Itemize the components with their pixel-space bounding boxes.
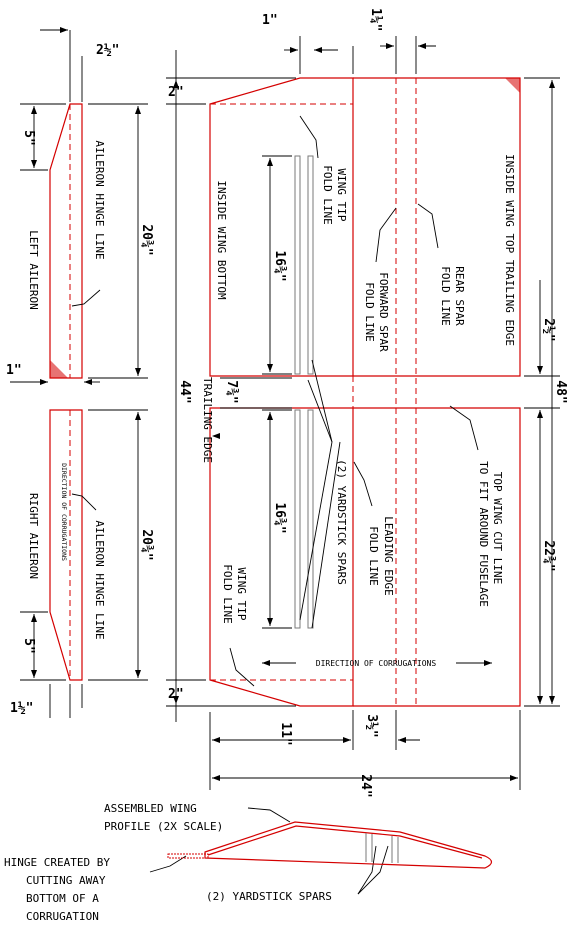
assembled-wing-profile [167,821,493,869]
label-direction-main: DIRECTION OF CORRUGATIONS [316,659,437,668]
label-hinge-2: CUTTING AWAY [26,874,106,887]
leader-lines [71,115,479,895]
label-forward-spar-2: FOLD LINE [363,282,376,342]
yardstick-spars [294,155,314,629]
dim-3-1-2: 3½" [364,714,379,737]
dim-48: 48" [553,380,568,403]
dim-16-3-4-top: 16¾" [272,250,287,281]
label-inside-bottom-2: TRAILING EDGE [201,377,214,463]
right-aileron-outline [49,409,83,681]
label-inside-bottom-1: INSIDE WING BOTTOM [215,180,228,300]
dim-22-3-4: 22¾" [541,540,556,571]
label-wing-tip-bot-2: FOLD LINE [221,564,234,624]
label-hinge-3: BOTTOM OF A [26,892,99,905]
label-yardstick-spars: (2) YARDSTICK SPARS [335,459,348,585]
wing-bottom-outline [209,77,354,707]
label-wing-tip-bot-1: WING TIP [235,568,248,621]
dim-2-bot: 2" [168,687,184,702]
label-aileron-hinge-top: AILERON HINGE LINE [93,140,106,259]
label-aileron-hinge-bot: AILERON HINGE LINE [93,520,106,639]
label-leading-edge-1: LEADING EDGE [382,516,395,595]
annotation-texts: LEFT AILERON RIGHT AILERON AILERON HINGE… [4,140,516,923]
dim-20-3-4-top: 20¾" [139,224,154,255]
label-direction-small: DIRECTION OF CORRUGATIONS [60,463,68,561]
dim-2-1-2-right: 2½" [541,318,556,341]
label-assembled-2: PROFILE (2X SCALE) [104,820,223,833]
wing-top-outline [352,77,521,707]
dim-5-top: 5" [21,130,36,146]
arrowheads [31,27,555,781]
label-rear-spar-1: REAR SPAR [453,266,466,326]
dim-1-1-4-top: 1¼" [368,8,383,31]
dimension-lines [10,29,560,790]
left-aileron-outline [49,103,83,379]
dim-16-3-4-bot: 16¾" [272,502,287,533]
label-wing-tip-top-1: WING TIP [335,169,348,222]
dimension-texts: 1" 1¼" 2½" 2" 5" 20¾" 16¾" 44" 48" 2½" 1… [6,8,568,798]
label-wing-tip-top-2: FOLD LINE [321,165,334,225]
dim-1-1-2: 1½" [10,701,33,716]
label-inside-top: INSIDE WING TOP TRAILING EDGE [503,154,516,346]
dim-1-mid: 1" [6,363,22,378]
dim-20-3-4-bot: 20¾" [139,529,154,560]
dim-2-top: 2" [168,85,184,100]
label-right-aileron: RIGHT AILERON [27,493,40,579]
label-yardstick-profile: (2) YARDSTICK SPARS [206,890,332,903]
label-hinge-1: HINGE CREATED BY [4,856,110,869]
label-top-cut-2: TO FIT AROUND FUSELAGE [477,461,490,607]
dim-11: 11" [278,722,293,745]
label-assembled-1: ASSEMBLED WING [104,802,197,815]
label-forward-spar-1: FORWARD SPAR [377,272,390,352]
label-top-cut-1: TOP WING CUT LINE [491,472,504,585]
dim-5-bot: 5" [21,638,36,654]
dim-44: 44" [177,380,192,403]
label-rear-spar-2: FOLD LINE [439,266,452,326]
label-hinge-4: CORRUGATION [26,910,99,923]
label-leading-edge-2: FOLD LINE [367,526,380,586]
dim-24: 24" [358,774,373,797]
dim-2-1-2-top: 2½" [96,43,119,58]
label-left-aileron: LEFT AILERON [27,230,40,309]
dim-7-3-4: 7¾" [224,380,239,403]
dim-1-top: 1" [262,13,278,28]
